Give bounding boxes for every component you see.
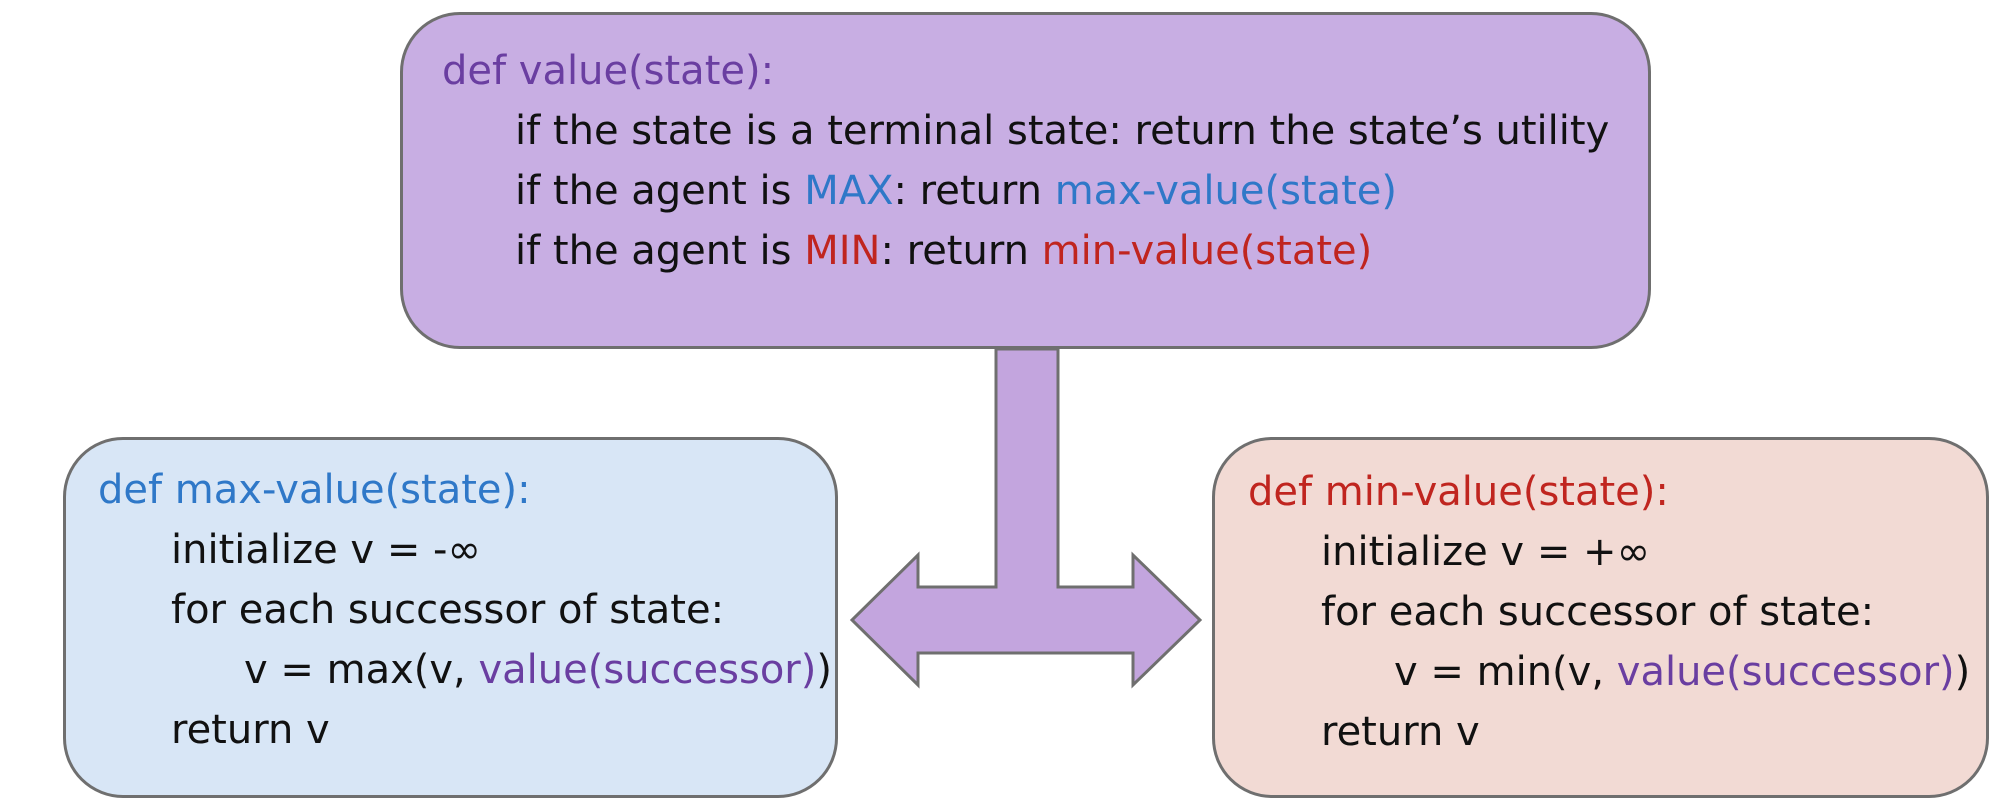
min-agent-line: if the agent is MIN: return min-value(st… [442, 221, 1609, 281]
min-value-function-code: def min-value(state): initialize v = +∞ … [1248, 462, 1970, 762]
value-function-header: def value(state): [442, 48, 775, 94]
max-update-line: v = max(v, value(successor)) [98, 640, 832, 700]
min-init-line: initialize v = +∞ [1321, 529, 1650, 575]
min-update-line: v = min(v, value(successor)) [1248, 642, 1970, 702]
min-agent-return: : return [880, 228, 1042, 274]
min-value-function-box [1212, 437, 1989, 798]
max-value-call: max-value(state) [1054, 168, 1398, 214]
max-agent-keyword: MAX [804, 168, 894, 214]
max-value-function-code: def max-value(state): initialize v = -∞ … [98, 460, 832, 760]
max-update-suffix: ) [816, 647, 832, 693]
min-value-call: min-value(state) [1041, 228, 1373, 274]
min-successor-value-call: value(successor) [1616, 649, 1955, 695]
max-agent-line: if the agent is MAX: return max-value(st… [442, 161, 1609, 221]
max-agent-prefix: if the agent is [515, 168, 805, 214]
max-successor-value-call: value(successor) [478, 647, 817, 693]
terminal-check-line: if the state is a terminal state: return… [515, 108, 1610, 154]
max-value-function-box [63, 437, 838, 798]
value-function-box [400, 12, 1651, 349]
min-return-line: return v [1321, 709, 1480, 755]
max-value-header: def max-value(state): [98, 467, 531, 513]
value-function-code: def value(state): if the state is a term… [442, 41, 1609, 281]
max-update-prefix: v = max(v, [244, 647, 479, 693]
min-agent-keyword: MIN [804, 228, 881, 274]
min-update-prefix: v = min(v, [1394, 649, 1617, 695]
max-return-line: return v [171, 707, 330, 753]
min-loop-line: for each successor of state: [1321, 589, 1875, 635]
min-value-header: def min-value(state): [1248, 469, 1669, 515]
t-arrow-shape [849, 347, 1203, 689]
max-agent-return: : return [893, 168, 1055, 214]
min-agent-prefix: if the agent is [515, 228, 805, 274]
max-init-line: initialize v = -∞ [171, 527, 481, 573]
min-update-suffix: ) [1954, 649, 1971, 695]
max-loop-line: for each successor of state: [171, 587, 725, 633]
